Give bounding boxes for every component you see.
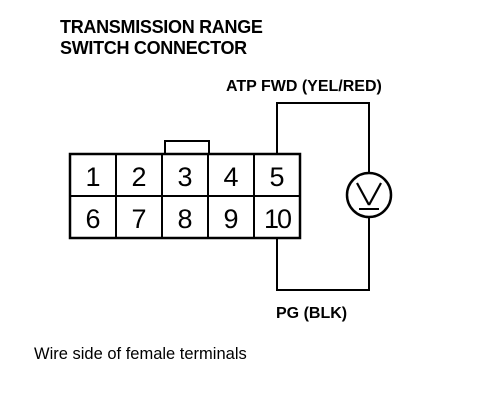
pin-8-label: 8: [177, 204, 192, 234]
pin-6-label: 6: [85, 204, 100, 234]
atp-fwd-wire-label: ATP FWD (YEL/RED): [226, 78, 382, 95]
diagram-title-line1: TRANSMISSION RANGE: [60, 17, 263, 37]
diagram-title-line2: SWITCH CONNECTOR: [60, 38, 247, 58]
pin-2-label: 2: [131, 162, 146, 192]
pin-10-label: 10: [264, 204, 291, 234]
pin-4-label: 4: [223, 162, 238, 192]
pin-1-label: 1: [85, 162, 100, 192]
pin-7-label: 7: [131, 204, 146, 234]
atp-fwd-wire: [276, 102, 370, 172]
pin-3-label: 3: [177, 162, 192, 192]
connector-lock-tab: [164, 140, 210, 155]
view-caption: Wire side of female terminals: [34, 345, 247, 363]
pg-wire-label: PG (BLK): [276, 305, 347, 322]
pin-5-label: 5: [269, 162, 284, 192]
transmission-range-switch-connector: 1 2 3 4 5 6 7 8 9 10: [68, 152, 302, 240]
pin-9-label: 9: [223, 204, 238, 234]
voltmeter-icon: [345, 171, 393, 219]
pg-ground-wire: [276, 218, 370, 291]
